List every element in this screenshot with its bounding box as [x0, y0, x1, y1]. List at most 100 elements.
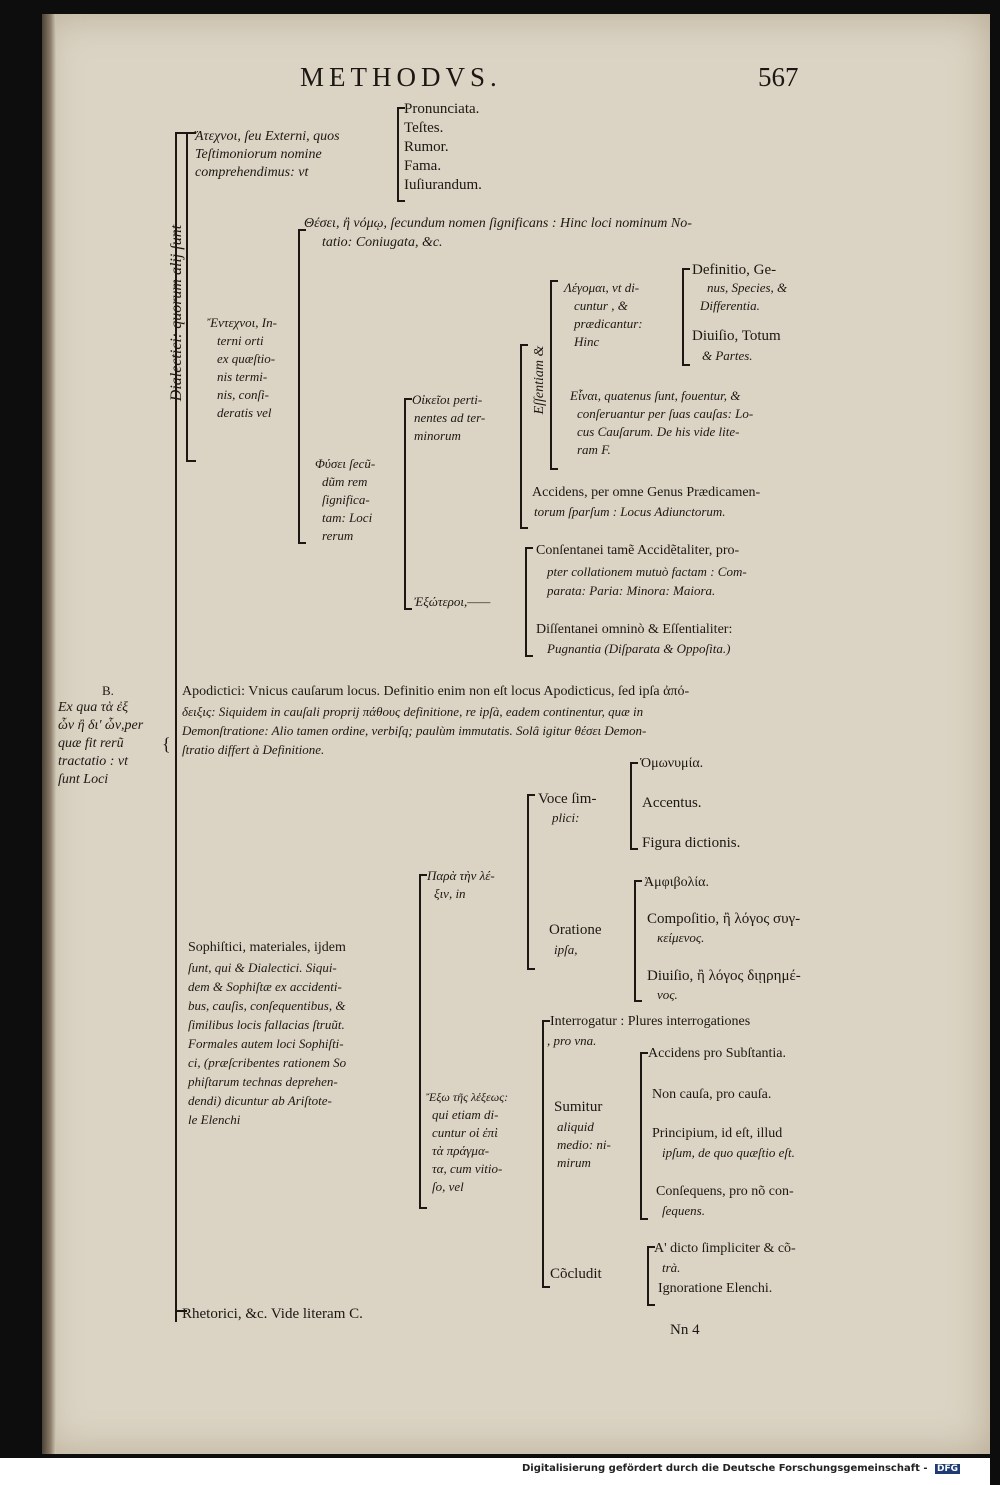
oikeioi-line: minorum: [414, 428, 461, 443]
footer-bar: Digitalisierung gefördert durch die Deut…: [0, 1458, 990, 1485]
oikeioi-line: Οἰκεῖοι perti-: [412, 392, 483, 407]
sumitur-brace: [640, 1052, 642, 1220]
apodictici-line: Apodictici: Vnicus cauſarum locus. Defin…: [182, 684, 690, 699]
sophistici-line: dem & Sophiſtæ ex accidenti-: [188, 979, 342, 994]
einai-line: conſeruantur per ſuas cauſas: Lo-: [577, 406, 754, 421]
oratione-brace-tick: [634, 880, 642, 882]
sumitur-line: medio: ni-: [557, 1137, 611, 1152]
atechnoi-line: comprehendimus: vt: [195, 165, 309, 180]
physei-line: dũm rem: [322, 474, 368, 489]
concludit-label: Cõcludit: [550, 1266, 602, 1282]
margin-line: tractatio : vt: [58, 754, 128, 769]
voce-item: Ὁμωνυμία.: [640, 756, 704, 771]
dialectici-brace-tick: [186, 460, 196, 462]
dissentanei-line: Diſſentanei omninò & Eſſentialiter:: [536, 622, 733, 637]
dfg-logo-icon: DFG: [934, 1464, 960, 1474]
thesei-line: tatio: Coniugata, &c.: [322, 235, 443, 250]
concludit-brace-tick: [647, 1246, 655, 1248]
margin-label-b: B.: [102, 683, 114, 698]
running-title: METHODVS.: [300, 62, 502, 92]
atechnoi-item: Teſtes.: [404, 120, 444, 136]
legomena-line: Λέγομαι, vt di-: [564, 280, 640, 295]
exoteroi-label: Ἐξώτεροι,——: [414, 594, 491, 609]
exo-lexeos-line: qui etiam di-: [432, 1107, 499, 1122]
definitio-line: nus, Species, &: [707, 280, 788, 295]
physei-brace-tick: [404, 608, 412, 610]
exo-lexeos-line: cuntur οἱ ἐπὶ: [432, 1125, 498, 1140]
thesei-line: Θέσει, ἢ νόμῳ, ſecundum nomen ſignifican…: [304, 216, 692, 231]
sophistici-line: ci, (præſcribentes rationem So: [188, 1055, 347, 1070]
sophistici-line: Sophiſtici, materiales, ijdem: [188, 940, 346, 955]
apodictici-line: Demonſtratione: Alio tamen ordine, verbi…: [182, 723, 647, 738]
exo-lexeos-brace-tick: [542, 1286, 550, 1288]
main-brace-tick: [175, 132, 187, 134]
concludit-brace: [647, 1246, 649, 1306]
sophistici-line: ſimilibus locis fallacias ſtruũt.: [188, 1017, 345, 1032]
exoteroi-brace: [525, 547, 527, 657]
entechnoi-brace-tick: [298, 229, 306, 231]
consentanei-line: parata: Paria: Minora: Maiora.: [547, 583, 716, 598]
exoteroi-brace-tick: [525, 655, 533, 657]
margin-line: ὧν ἢ δι' ὧν,per: [58, 718, 144, 733]
essentiam-brace: [550, 280, 552, 470]
consentanei-line: pter collationem mutuò factam : Com-: [547, 564, 747, 579]
atechnoi-item: Pronunciata.: [404, 101, 480, 117]
sophistici-line: phiſtarum technas deprehen-: [188, 1074, 338, 1089]
sumitur-brace-tick: [640, 1052, 648, 1054]
voce-brace-tick: [630, 848, 638, 850]
main-brace: [175, 132, 177, 1322]
sophistici-brace-tick: [419, 1207, 427, 1209]
sumitur-item: Non cauſa, pro cauſa.: [652, 1087, 772, 1102]
entechnoi-line: deratis vel: [217, 405, 272, 420]
entechnoi-line: nis, conſi-: [217, 387, 269, 402]
concludit-item: Ignoratione Elenchi.: [658, 1281, 773, 1296]
voce-line: Voce ſim-: [538, 791, 597, 807]
atechnoi-brace-tick: [397, 107, 405, 109]
sumitur-item: ſequens.: [662, 1203, 705, 1218]
book-spine-shadow: [42, 14, 56, 1454]
entechnoi-brace-tick: [298, 542, 306, 544]
physei-line: tam: Loci: [322, 510, 373, 525]
sumitur-item: Principium, id eſt, illud: [652, 1126, 783, 1141]
compositio-line: Compoſitio, ἢ λόγος συγ-: [647, 911, 801, 927]
entechnoi-line: ex quæſtio-: [217, 351, 276, 366]
exo-lexeos-line: τα, cum vitio-: [432, 1161, 503, 1176]
entechnoi-line: terni orti: [217, 333, 264, 348]
sumitur-line: Sumitur: [554, 1099, 603, 1115]
margin-line: ſunt Loci: [58, 772, 109, 787]
essentiam-label: Eſſentiam &: [532, 345, 547, 415]
atechnoi-item: Fama.: [404, 158, 442, 174]
atechnoi-line: Teſtimoniorum nomine: [195, 147, 322, 162]
exo-lexeos-line: τὰ πράγμα-: [432, 1143, 490, 1158]
dialectici-label: Dialectici: quorum alij ſunt: [168, 224, 185, 402]
sophistici-brace: [419, 874, 421, 1209]
main-brace-tick: [175, 1310, 187, 1312]
atechnoi-item: Rumor.: [404, 139, 449, 155]
legomena-brace-tick: [682, 364, 690, 366]
voce-brace: [630, 762, 632, 850]
sumitur-item: ipſum, de quo quæſtio eſt.: [662, 1145, 795, 1160]
atechnoi-line: Ἄτεχνοι, ſeu Externi, quos: [195, 129, 340, 144]
physei-line: Φύσει ſecũ-: [315, 456, 376, 471]
apodictici-line: δειξις: Siquidem in cauſali proprij πάθο…: [182, 704, 644, 719]
essentiam-brace-tick: [550, 468, 558, 470]
amphibolia: Ἀμφιβολία.: [644, 875, 709, 890]
voce-brace-tick: [630, 762, 638, 764]
oratione-brace: [634, 880, 636, 1002]
para-lexin-brace-tick: [527, 794, 535, 796]
physei-line: ſignifica-: [322, 492, 370, 507]
einai-line: ram F.: [577, 442, 611, 457]
concludit-brace-tick: [647, 1304, 655, 1306]
oikeioi-brace-tick: [520, 527, 528, 529]
divisio-line: & Partes.: [702, 348, 753, 363]
atechnoi-brace: [397, 107, 399, 202]
entechnoi-line: Ἔντεχνοι, In-: [207, 315, 277, 330]
sumitur-brace-tick: [640, 1218, 648, 1220]
sumitur-line: aliquid: [557, 1119, 594, 1134]
dialectici-brace-tick: [186, 132, 196, 134]
oikeioi-brace: [520, 344, 522, 529]
entechnoi-line: nis termi-: [217, 369, 268, 384]
exo-lexeos-brace-tick: [542, 1020, 550, 1022]
physei-brace-tick: [404, 398, 412, 400]
exoteroi-brace-tick: [525, 547, 533, 549]
